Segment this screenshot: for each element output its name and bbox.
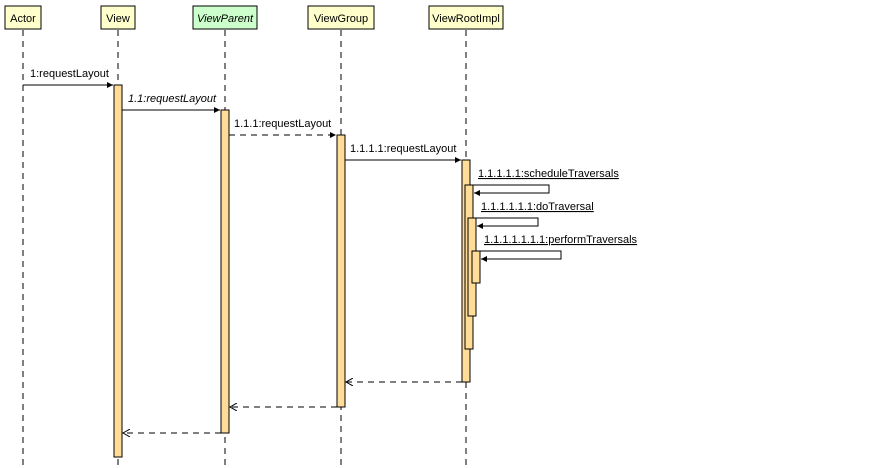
participant-actor-label: Actor bbox=[10, 13, 36, 25]
message-1-label: 1:requestLayout bbox=[30, 68, 109, 80]
message-1: 1:requestLayout bbox=[23, 68, 113, 88]
activation-view bbox=[113, 84, 123, 458]
message-6: 1.1.1.1.1.1:doTraversal bbox=[473, 201, 594, 229]
activation-viewparent bbox=[220, 109, 230, 434]
message-7-label: 1.1.1.1.1.1.1:performTraversals bbox=[484, 234, 638, 246]
participant-view-label: View bbox=[106, 13, 130, 25]
participant-viewparent-label: ViewParent bbox=[197, 13, 254, 25]
message-7: 1.1.1.1.1.1.1:performTraversals bbox=[476, 234, 638, 262]
message-4: 1.1.1.1:requestLayout bbox=[345, 143, 461, 163]
participant-viewrootimpl-label: ViewRootImpl bbox=[432, 13, 500, 25]
participant-viewrootimpl: ViewRootImpl bbox=[428, 5, 504, 30]
lifelines bbox=[22, 30, 467, 468]
message-7-arrow bbox=[476, 250, 562, 262]
activation-viewgroup bbox=[336, 134, 346, 408]
participant-actor: Actor bbox=[4, 5, 42, 30]
participant-viewparent: ViewParent bbox=[192, 5, 258, 30]
message-3: 1.1.1:requestLayout bbox=[229, 118, 336, 138]
message-6-arrow bbox=[473, 217, 539, 229]
message-5-arrow bbox=[470, 184, 550, 196]
message-5-label: 1.1.1.1.1:scheduleTraversals bbox=[478, 168, 619, 180]
message-2-label: 1.1:requestLayout bbox=[128, 93, 217, 105]
activations bbox=[113, 84, 481, 458]
activation-viewrootimpl-nested-3 bbox=[471, 250, 481, 284]
message-5: 1.1.1.1.1:scheduleTraversals bbox=[470, 168, 619, 196]
returns bbox=[123, 382, 462, 433]
participant-view: View bbox=[100, 5, 136, 30]
message-4-label: 1.1.1.1:requestLayout bbox=[350, 143, 456, 155]
participant-viewgroup-label: ViewGroup bbox=[314, 13, 368, 25]
participant-viewgroup: ViewGroup bbox=[307, 5, 375, 30]
message-6-label: 1.1.1.1.1.1:doTraversal bbox=[481, 201, 594, 213]
message-2: 1.1:requestLayout bbox=[122, 93, 220, 113]
message-3-label: 1.1.1:requestLayout bbox=[234, 118, 331, 130]
